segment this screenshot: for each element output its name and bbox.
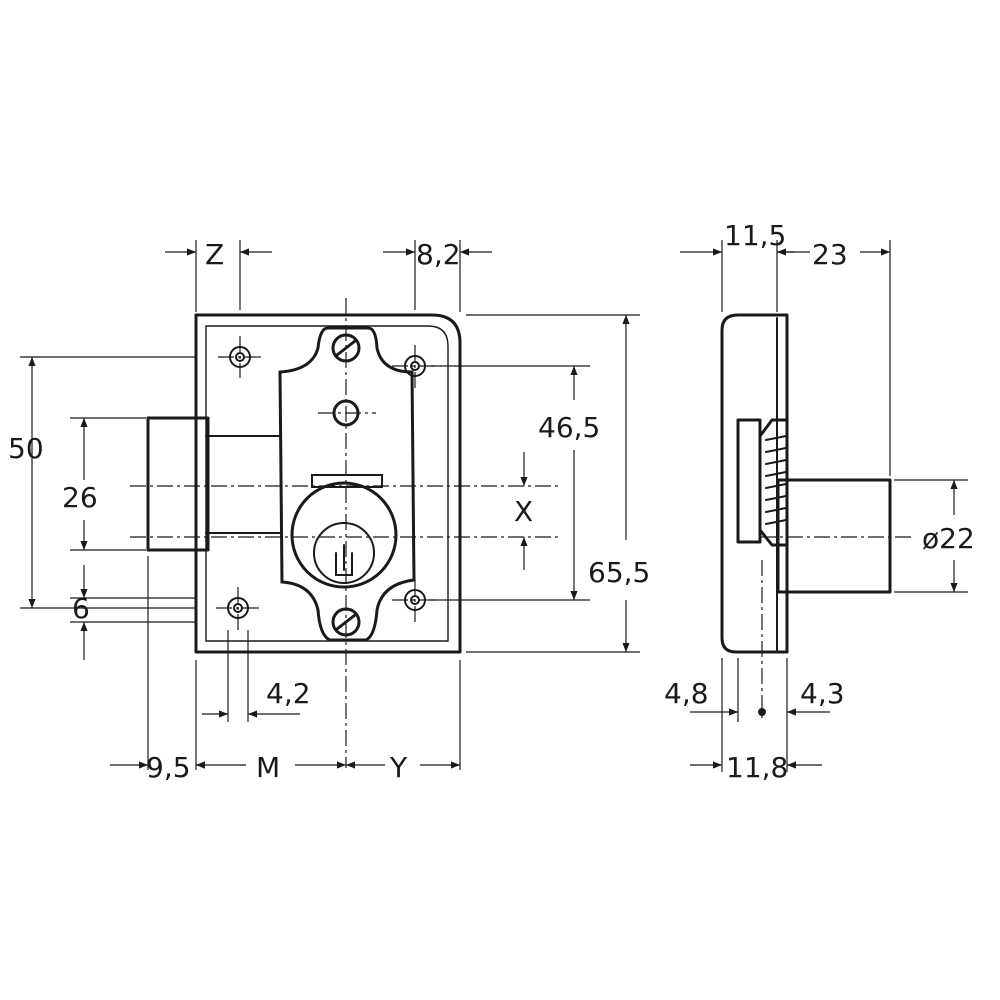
dim-26-label: 26 [62,481,98,514]
dim-23-label: 23 [812,238,848,271]
dim-z-label: Z [205,238,224,271]
cylinder-icon [290,481,398,589]
thread-icon [758,418,789,547]
side-body [720,313,789,654]
dim-4-2-label: 4,2 [266,677,311,710]
bolt [146,416,210,552]
dim-diameter-22-label: ø22 [922,522,975,555]
latch-bar [311,474,383,488]
side-slot [736,418,762,544]
dim-9-5-label: 9,5 [146,751,191,784]
side-cylinder [776,478,892,594]
side-view: 11,5 23 ø22 4,8 4,3 11,8 [664,219,975,784]
dim-4-3-label: 4,3 [800,677,845,710]
dim-6-label: 6 [72,592,90,625]
front-view: Z 8,2 50 26 6 46,5 X 65,5 4,2 [8,238,650,784]
dim-8-2-label: 8,2 [416,238,461,271]
dim-46-5-label: 46,5 [538,411,600,444]
dim-11-5-label: 11,5 [724,219,786,252]
dim-x-label: X [514,495,533,528]
dim-y-label: Y [389,751,408,784]
dim-65-5-label: 65,5 [588,556,650,589]
dim-4-8-label: 4,8 [664,677,709,710]
dim-50-label: 50 [8,432,44,465]
center-point-icon [758,708,766,716]
dim-11-8-label: 11,8 [726,751,788,784]
lock-case-inner-border [205,325,449,642]
lock-case [194,313,462,654]
dim-m-label: M [256,751,280,784]
